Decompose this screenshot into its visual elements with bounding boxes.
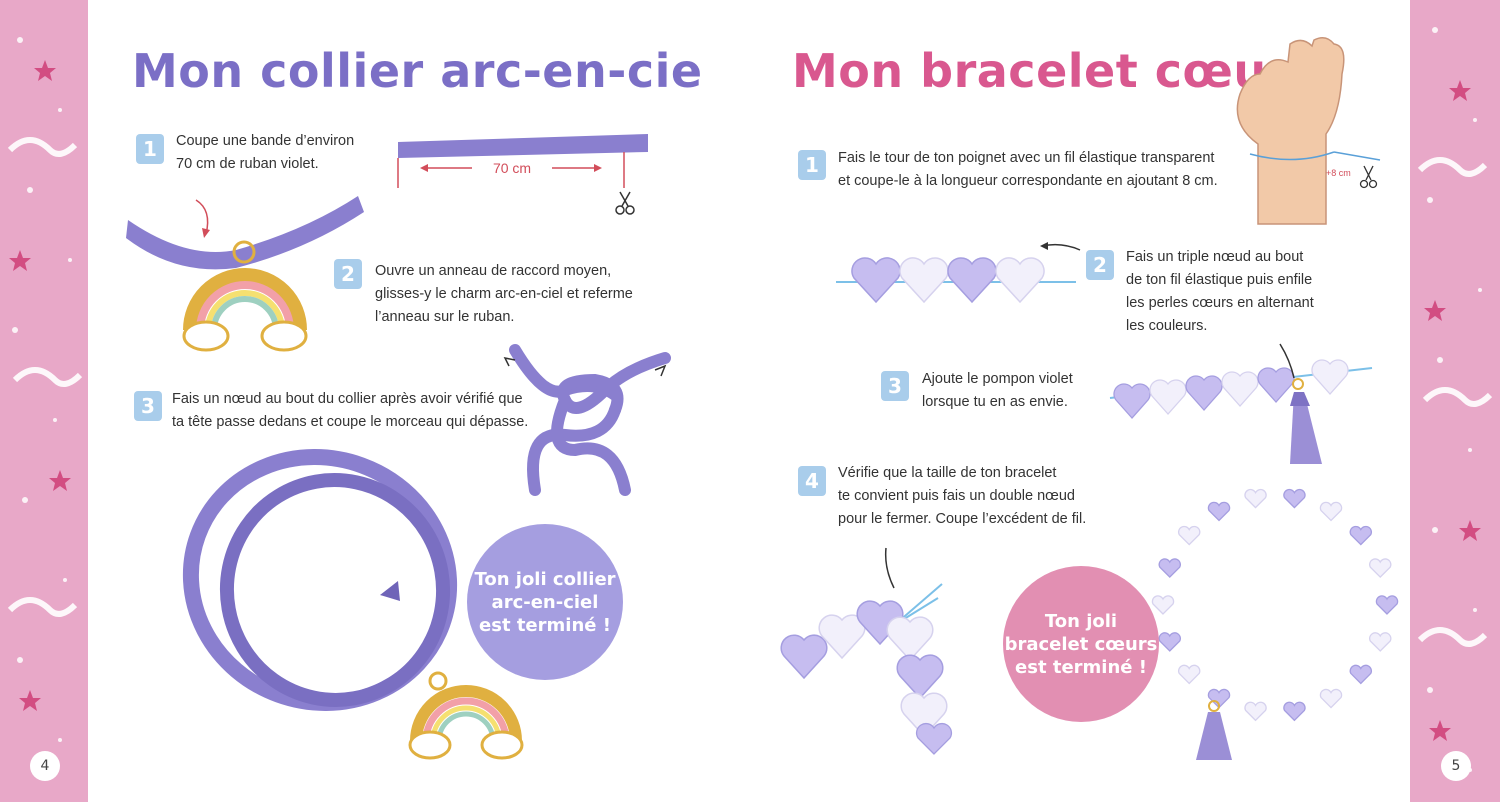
step-3-text: Fais un nœud au bout du collier après av… (172, 391, 529, 430)
heart-bead-icon (1244, 701, 1267, 722)
heart-bead-icon (1369, 632, 1392, 652)
arrow-icon (654, 364, 667, 377)
step-badge-2: 2 (334, 259, 362, 289)
heart-bead-icon (1375, 595, 1399, 615)
step-badge-r2: 2 (1086, 250, 1114, 280)
left-decorative-border (0, 0, 88, 802)
arrow-icon (1279, 343, 1295, 379)
step-badge-3: 3 (134, 391, 162, 421)
page-title-bracelet: Mon bracelet cœurs (792, 44, 1318, 98)
knot-illustration (503, 344, 671, 496)
heart-bead-icon (1369, 558, 1392, 578)
wrist-extra-label: +8 cm (1326, 168, 1351, 178)
heart-bead-icon (1207, 688, 1231, 709)
step-badge-1: 1 (136, 134, 164, 164)
step-r2-text: Fais un triple nœud au bout de ton fil é… (1126, 249, 1314, 334)
heart-bead-strand-tassel (1109, 343, 1373, 464)
unicorn-pattern (1417, 27, 1493, 772)
finished-bracelet-illustration (1151, 488, 1399, 760)
heart-bead-icon (1244, 488, 1267, 509)
heart-bead-icon (1349, 664, 1372, 685)
scissors-icon (1359, 165, 1378, 189)
heart-bead-icon (1178, 664, 1201, 685)
closing-knot-illustration (780, 547, 953, 755)
step-1-text: Coupe une bande d’environ 70 cm de ruban… (176, 133, 355, 172)
heart-bead-icon (1158, 632, 1181, 652)
heart-bead-strand-1 (836, 242, 1081, 304)
scissors-icon (615, 191, 635, 215)
heart-bead-icon (1178, 525, 1201, 546)
heart-bead-icon (1319, 501, 1343, 522)
step-badge-r1: 1 (798, 150, 826, 180)
step-badge-r3: 3 (881, 371, 909, 401)
tassel-icon (1290, 378, 1322, 464)
ribbon-charm-illustration (126, 196, 364, 352)
heart-bead-icon (1207, 501, 1231, 522)
measure-label: 70 cm (493, 160, 531, 176)
heart-bead-icon (1158, 558, 1181, 578)
rainbow-charm-icon (408, 671, 524, 760)
necklace-done-bubble: Ton joli collier arc-en-ciel est terminé… (467, 524, 623, 680)
heart-bead-icon (1151, 595, 1175, 615)
step-r1-text: Fais le tour de ton poignet avec un fil … (838, 150, 1218, 189)
step-r3-text: Ajoute le pompon violet lorsque tu en as… (922, 371, 1073, 410)
page-number-left: 4 (30, 751, 60, 781)
heart-bead-icon (1319, 688, 1343, 709)
hand-icon: +8 cm (1236, 37, 1381, 225)
finished-necklace-illustration (182, 449, 524, 760)
unicorn-pattern (7, 37, 83, 742)
arrow-icon (503, 356, 516, 367)
right-decorative-border (1410, 0, 1500, 802)
step-2-text: Ouvre un anneau de raccord moyen, glisse… (375, 263, 633, 325)
step-r4-text: Vérifie que la taille de ton bracelet te… (838, 465, 1087, 527)
arrow-icon (884, 547, 895, 589)
bracelet-ring (1151, 488, 1399, 722)
ribbon-measure-illustration: 70 cm (397, 134, 648, 215)
page-title-necklace: Mon collier arc-en-ciel (132, 44, 719, 98)
tassel-icon (1196, 700, 1232, 760)
heart-bead-icon (1283, 701, 1306, 722)
heart-bead-icon (1283, 488, 1306, 509)
heart-bead-icon (851, 257, 901, 304)
page-number-right: 5 (1441, 751, 1471, 781)
heart-bead-icon (1349, 525, 1372, 546)
rainbow-charm-icon (182, 268, 308, 352)
step-badge-r4: 4 (798, 466, 826, 496)
bracelet-done-bubble: Ton joli bracelet cœurs est terminé ! (1003, 566, 1159, 722)
